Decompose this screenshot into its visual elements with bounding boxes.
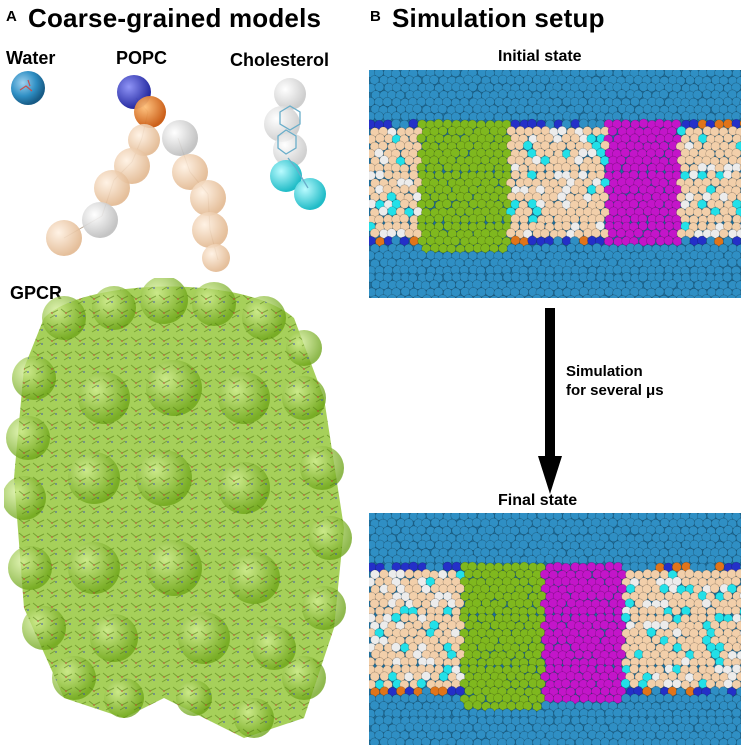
final-state-snapshot: [369, 513, 741, 745]
panel-a-letter: A: [6, 8, 17, 25]
gpcr-label: GPCR: [10, 283, 63, 303]
initial-state-label: Initial state: [498, 48, 582, 65]
panel-b-letter: B: [370, 8, 381, 25]
down-arrow-icon: [538, 308, 562, 494]
simulation-text-line1: Simulation: [566, 363, 643, 380]
popc-label: POPC: [116, 48, 168, 68]
water-bead-illustration: [11, 71, 45, 105]
cholesterol-model-illustration: [264, 78, 326, 210]
panel-a-title: Coarse-grained models: [28, 3, 322, 33]
final-state-label: Final state: [498, 492, 578, 509]
gpcr-model-illustration: [4, 278, 352, 738]
simulation-text-line2: for several μs: [566, 382, 664, 399]
popc-model-illustration: [46, 75, 230, 272]
panel-b-title: Simulation setup: [392, 3, 605, 33]
initial-state-snapshot: [369, 70, 741, 298]
water-label: Water: [6, 48, 56, 68]
cholesterol-label: Cholesterol: [230, 50, 330, 70]
